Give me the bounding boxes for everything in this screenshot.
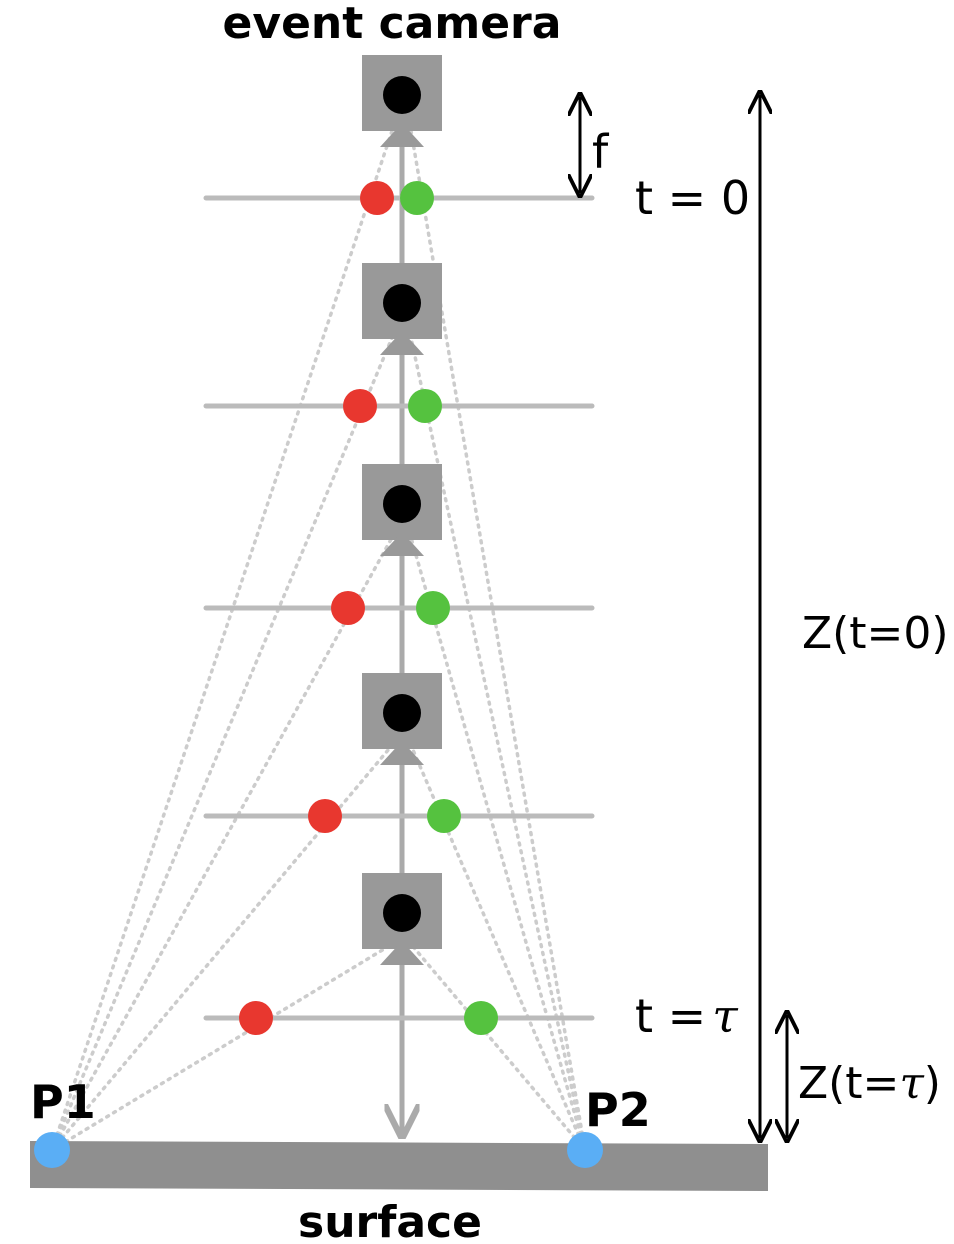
camera-lens-cone	[380, 532, 424, 556]
p2-projection-dot	[464, 1001, 498, 1035]
surface-plane	[30, 1141, 768, 1191]
p2-point	[567, 1132, 603, 1168]
t-tau-prefix: t =	[635, 989, 706, 1043]
camera-lens	[383, 76, 421, 114]
camera-lens-cone	[380, 331, 424, 355]
ray-p1	[50, 532, 396, 1152]
p1-point	[34, 1132, 70, 1168]
projection-rays	[50, 123, 587, 1152]
image-planes	[203, 195, 595, 1021]
z0-label: Z(t=0)	[802, 608, 949, 659]
camera-icon	[362, 464, 442, 556]
camera-icon	[362, 263, 442, 355]
ray-p1	[50, 941, 396, 1152]
camera-icon	[362, 873, 442, 965]
p1-projection-dot	[331, 591, 365, 625]
ztau-suffix: )	[924, 1058, 941, 1109]
camera-lens-cone	[380, 123, 424, 147]
camera-lens	[383, 485, 421, 523]
p1-projection-dot	[360, 181, 394, 215]
p2-projection-dot	[408, 389, 442, 423]
p1-projection-dot	[343, 389, 377, 423]
p1-label: P1	[30, 1075, 96, 1129]
camera-lens	[383, 284, 421, 322]
camera-lens	[383, 694, 421, 732]
projected-points	[239, 181, 498, 1035]
tau-symbol: τ	[712, 989, 739, 1043]
p1-projection-dot	[239, 1001, 273, 1035]
ray-p1	[50, 331, 396, 1152]
ray-p2	[408, 532, 587, 1152]
camera-positions	[362, 55, 442, 965]
ray-p2	[408, 941, 587, 1152]
t0-label: t = 0	[635, 171, 750, 225]
event-camera-title: event camera	[223, 0, 562, 49]
camera-lens	[383, 894, 421, 932]
ray-p1	[50, 741, 396, 1152]
ztau-tau-symbol: τ	[899, 1058, 924, 1109]
ztau-label: Z(t=τ)	[798, 1058, 941, 1109]
p2-projection-dot	[416, 591, 450, 625]
p2-projection-dot	[427, 799, 461, 833]
t-tau-label: t =τ	[635, 989, 739, 1043]
camera-icon	[362, 673, 442, 765]
ray-p1	[50, 123, 396, 1152]
camera-lens-cone	[380, 941, 424, 965]
surface-label: surface	[298, 1197, 482, 1244]
p2-label: P2	[585, 1083, 651, 1137]
p1-projection-dot	[308, 799, 342, 833]
focal-length-label: f	[592, 125, 610, 179]
camera-lens-cone	[380, 741, 424, 765]
p2-projection-dot	[400, 181, 434, 215]
camera-icon	[362, 55, 442, 147]
ztau-prefix: Z(t=	[798, 1058, 899, 1109]
